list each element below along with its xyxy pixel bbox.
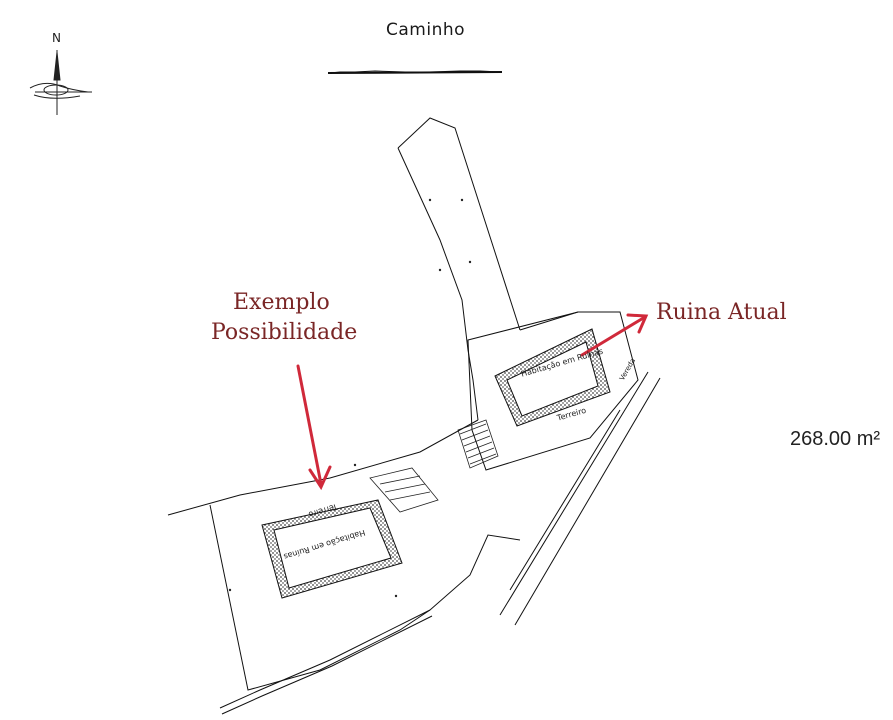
current-ruin-building (494, 328, 611, 427)
example-terrace (369, 467, 439, 513)
stairs (457, 419, 499, 469)
area-label: 268.00 m² (790, 428, 881, 450)
compass-rose-icon (29, 50, 92, 115)
parcel-north-strip (397, 117, 521, 421)
example-label-line1: Exemplo (233, 290, 330, 315)
parcel-south (167, 419, 521, 715)
example-building (261, 499, 403, 599)
current-ruin-parcel (467, 311, 639, 471)
arrow-to-example (296, 364, 332, 491)
example-label-line2: Possibilidade (211, 320, 358, 345)
north-label: N (52, 31, 61, 45)
arrow-to-ruin (580, 313, 649, 357)
vereda-path (499, 371, 661, 626)
road-line (327, 70, 503, 74)
survey-points (228, 198, 472, 598)
road-label: Caminho (386, 20, 466, 40)
current-ruin-label: Ruina Atual (656, 300, 787, 325)
